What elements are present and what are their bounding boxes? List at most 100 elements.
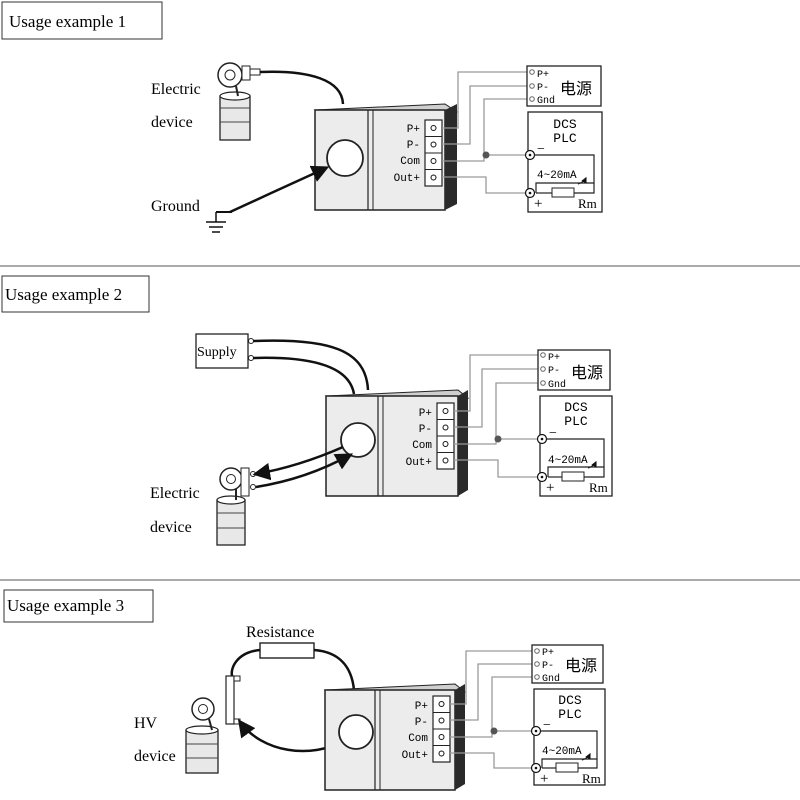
resistor-label: Rm	[578, 196, 597, 211]
panel-usage-example-1: Usage example 1 Electric device	[1, 1, 603, 233]
current-sensor-box	[323, 683, 467, 791]
power-label: 电源	[560, 80, 592, 98]
device-label: device	[151, 114, 193, 131]
power-pin-label: P-	[537, 83, 549, 94]
dcs-plc-unit	[530, 688, 606, 786]
signal-range-label: 4~20mA	[537, 170, 577, 182]
terminal-label: P+	[419, 408, 432, 420]
signal-wire	[450, 752, 534, 769]
resistor-label: Rm	[582, 771, 601, 786]
signal-wire	[454, 382, 541, 445]
terminal-label: P+	[415, 701, 428, 713]
hv-device-icon	[185, 675, 241, 774]
sensor-aperture	[326, 139, 364, 177]
minus-sign: −	[549, 426, 557, 441]
dcs-label: DCS	[564, 400, 588, 415]
panel-title-box	[1, 1, 163, 40]
plus-sign: +	[540, 771, 548, 787]
signal-wire	[442, 176, 528, 194]
plus-sign: +	[546, 480, 554, 496]
sensor-aperture	[338, 714, 374, 750]
panel-title-box	[3, 589, 154, 623]
signal-range-label: 4~20mA	[548, 455, 588, 467]
signal-wire	[442, 98, 530, 162]
device-label: Electric	[150, 485, 200, 502]
resistor-icon	[259, 642, 315, 659]
sensor-aperture	[340, 422, 376, 458]
supply-label: Supply	[197, 345, 237, 360]
ground-wire	[229, 165, 330, 214]
terminal-label: Com	[408, 733, 428, 745]
ground-label: Ground	[151, 198, 200, 215]
power-pin-label: P-	[542, 661, 554, 672]
device-label: device	[134, 748, 176, 765]
current-sensor-box	[324, 389, 470, 497]
terminal-label: P-	[415, 717, 428, 729]
device-label: device	[150, 519, 192, 536]
dcs-label: DCS	[553, 117, 577, 132]
supply-wire	[252, 339, 370, 391]
ground-icon	[206, 211, 232, 233]
plc-label: PLC	[564, 414, 588, 429]
panel-title: Usage example 3	[7, 596, 124, 615]
plus-sign: +	[534, 196, 542, 212]
supply-box	[195, 333, 249, 369]
signal-wire	[450, 663, 535, 721]
junction-dot	[494, 435, 502, 443]
panel-usage-example-2: Usage example 2 Supply P+ P- Com Ou	[1, 275, 613, 546]
primary-wire	[255, 453, 354, 489]
terminal-label: P+	[407, 124, 420, 136]
plc-label: PLC	[553, 131, 577, 146]
power-supply-unit	[526, 65, 602, 107]
signal-wire	[454, 459, 540, 478]
power-pin-label: Gnd	[542, 673, 560, 685]
power-supply-unit	[537, 349, 611, 391]
signal-wire	[450, 676, 535, 738]
device-label: HV	[134, 715, 158, 732]
supply-wire	[252, 356, 356, 395]
electric-device-icon	[217, 62, 261, 141]
signal-wire	[450, 650, 535, 705]
power-pin-label: P-	[548, 366, 560, 377]
signal-wire	[442, 71, 530, 129]
primary-wire	[252, 445, 344, 481]
power-supply-unit	[531, 644, 604, 684]
terminal-label: Out+	[394, 173, 420, 185]
power-label: 电源	[571, 364, 603, 382]
terminal-label: Com	[412, 440, 432, 452]
signal-range-label: 4~20mA	[542, 746, 582, 758]
current-sensor-box	[313, 103, 459, 211]
dcs-plc-unit	[524, 111, 603, 213]
terminal-label: Com	[400, 156, 420, 168]
panel-title-box	[1, 275, 150, 313]
power-label: 电源	[565, 657, 597, 675]
junction-dot	[490, 727, 498, 735]
electric-device-icon	[216, 467, 256, 546]
power-pin-label: P+	[542, 648, 554, 659]
power-pin-label: Gnd	[548, 379, 566, 391]
panel-title: Usage example 2	[5, 285, 122, 304]
connection-wire	[313, 648, 356, 691]
minus-sign: −	[537, 142, 545, 157]
resistance-label: Resistance	[246, 624, 314, 641]
device-label: Electric	[151, 81, 201, 98]
terminal-label: Out+	[406, 457, 432, 469]
power-pin-label: P+	[537, 70, 549, 81]
minus-sign: −	[543, 718, 551, 733]
plc-label: PLC	[558, 707, 582, 722]
terminal-label: Out+	[402, 750, 428, 762]
resistor-label: Rm	[589, 480, 608, 495]
dcs-label: DCS	[558, 693, 582, 708]
signal-wire	[454, 354, 541, 412]
connection-wire	[259, 70, 345, 105]
dcs-plc-unit	[536, 395, 613, 497]
signal-wire	[454, 368, 541, 428]
signal-wire	[442, 85, 530, 145]
power-pin-label: P+	[548, 353, 560, 364]
power-pin-label: Gnd	[537, 95, 555, 107]
junction-dot	[482, 151, 490, 159]
panel-title: Usage example 1	[9, 12, 126, 31]
terminal-label: P-	[407, 140, 420, 152]
terminal-label: P-	[419, 424, 432, 436]
